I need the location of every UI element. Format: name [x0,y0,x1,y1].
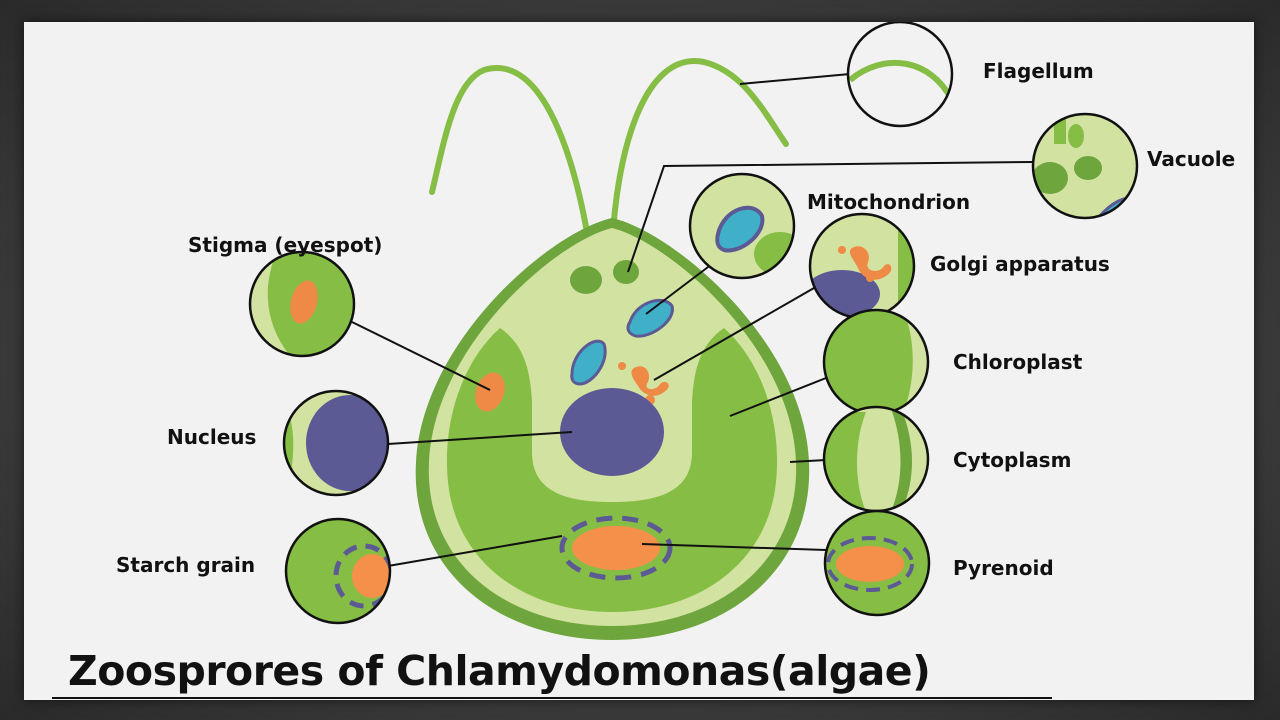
callout-golgi [808,212,916,320]
callout-flagellum [846,22,954,128]
starch-sheath [559,515,673,581]
callout-cytoplasm [822,405,930,513]
mitochondrion [626,298,674,338]
leader-lines [351,73,1034,567]
label-stigma: Stigma (eyespot) [188,233,383,257]
label-nucleus: Nucleus [167,425,257,449]
label-golgi-apparatus: Golgi apparatus [930,252,1110,276]
callout-nucleus [282,389,390,497]
diagram-title: Zoosprores of Chlamydomonas(algae) [68,647,931,695]
callout-starch [284,517,392,625]
cell-body [415,218,810,640]
contractile-vacuole [570,266,602,294]
callout-pyrenoid [823,509,931,617]
pyrenoid-body [572,526,660,570]
callout-chloroplast [822,308,930,416]
title-underline [52,697,1052,699]
label-flagellum: Flagellum [983,59,1094,83]
callout-vacuole [1031,112,1139,220]
label-mitochondrion: Mitochondrion [807,190,971,214]
callout-mitochondrion [688,172,796,280]
stigma-body [475,372,505,412]
diagram-card: Flagellum Vacuole Mitochondrion Golgi ap… [24,22,1254,700]
flagella [429,58,789,253]
contractile-vacuole [613,260,639,284]
mitochondrion [570,339,607,386]
nucleus-body [560,388,664,476]
chlamydomonas-diagram [248,22,1139,640]
label-chloroplast: Chloroplast [953,350,1083,374]
callout-stigma [248,250,356,358]
label-vacuole: Vacuole [1147,147,1236,171]
label-cytoplasm: Cytoplasm [953,448,1072,472]
label-starch-grain: Starch grain [116,553,256,577]
label-pyrenoid: Pyrenoid [953,556,1054,580]
